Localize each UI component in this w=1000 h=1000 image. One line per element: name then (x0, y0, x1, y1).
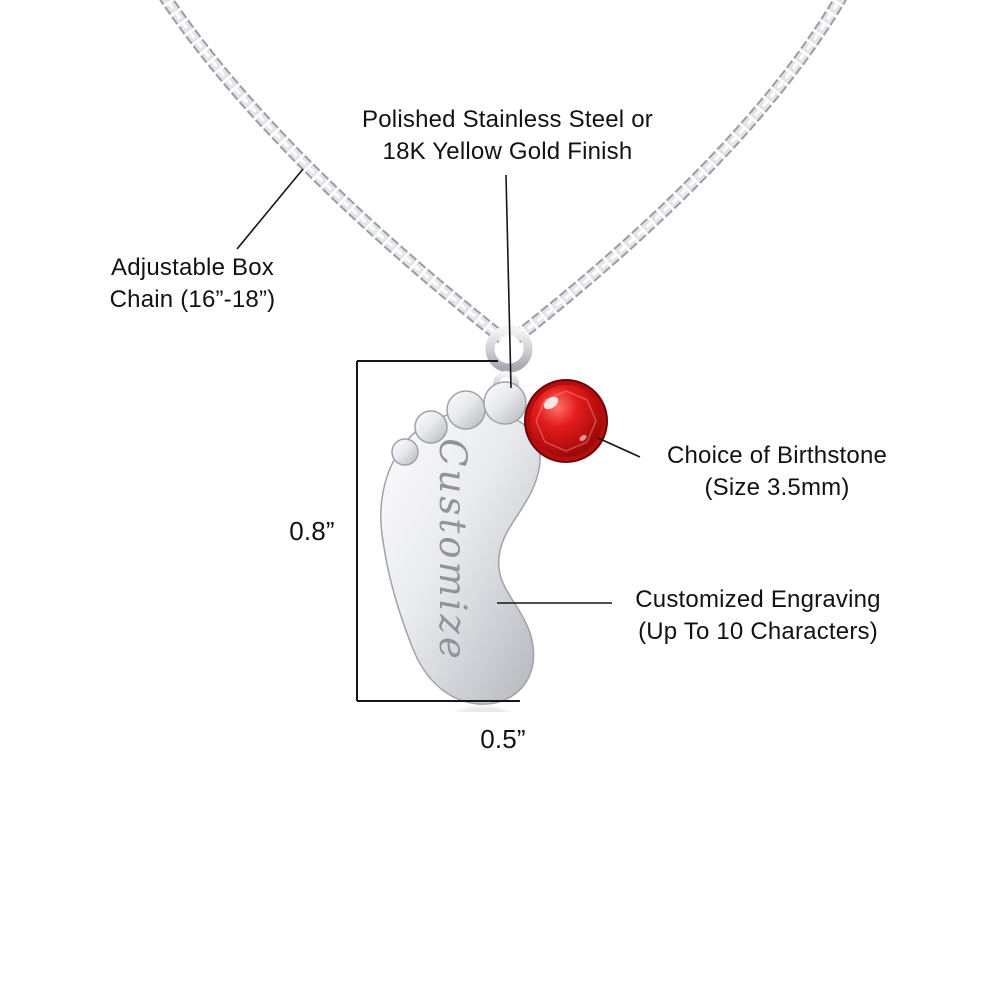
baby-feet-pendant: Customize (380, 325, 608, 705)
label-finish: Polished Stainless Steel or 18K Yellow G… (295, 104, 720, 167)
label-birthstone: Choice of Birthstone (Size 3.5mm) (612, 440, 942, 503)
birthstone-facets (535, 390, 597, 452)
toe-small (391, 438, 419, 466)
toe-medium (414, 410, 448, 444)
toe-large (446, 390, 486, 430)
label-width-dimension: 0.5” (480, 724, 526, 754)
leader-birthstone (597, 437, 641, 458)
engraving-text: Customize (431, 438, 474, 662)
label-engraving-line2: (Up To 10 Characters) (638, 617, 878, 645)
label-engraving-line1: Customized Engraving (635, 586, 881, 613)
label-birthstone-line1: Choice of Birthstone (666, 442, 888, 469)
chain-right (511, 0, 847, 344)
label-chain-line1: Adjustable Box (111, 254, 274, 281)
leader-lines (236, 168, 641, 604)
leader-finish (505, 174, 512, 389)
birthstone (524, 379, 608, 463)
label-chain: Adjustable Box Chain (16”-18”) (70, 252, 315, 315)
leader-chain (236, 168, 304, 250)
label-birthstone-line2: (Size 3.5mm) (704, 473, 850, 501)
birthstone-gem (530, 385, 602, 457)
birthstone-highlight-small (579, 434, 587, 442)
label-chain-line2: Chain (16”-18”) (109, 285, 276, 313)
chain-left (159, 0, 507, 344)
label-finish-line1: Polished Stainless Steel or (362, 106, 653, 133)
foot-charm (380, 410, 541, 705)
label-finish-line2: 18K Yellow Gold Finish (382, 137, 633, 165)
dimension-lines (356, 360, 520, 702)
label-height-dimension: 0.8” (289, 516, 335, 546)
label-engraving: Customized Engraving (Up To 10 Character… (593, 584, 923, 647)
toe-top (483, 381, 527, 425)
birthstone-highlight (543, 396, 559, 410)
